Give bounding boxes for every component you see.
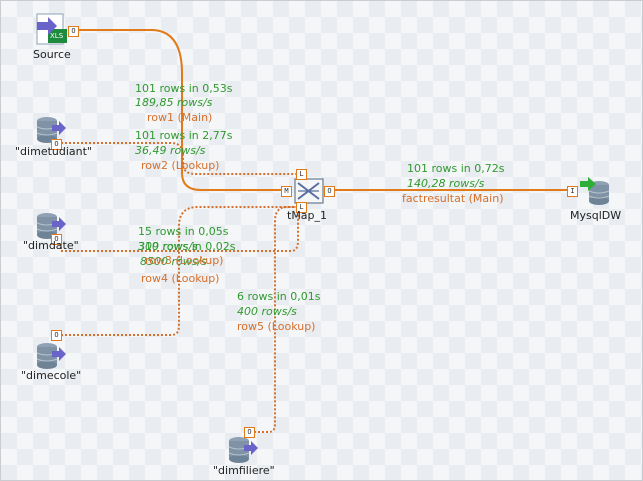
component-label-dimetudiant: "dimetudiant" bbox=[15, 145, 92, 158]
database-output-icon bbox=[580, 177, 610, 205]
port-dimfiliere-out[interactable]: O bbox=[244, 427, 255, 438]
row4-row-count: 15 rows in 0,05s bbox=[138, 225, 229, 238]
port-tmap-main-in[interactable]: M bbox=[281, 186, 292, 197]
component-mysqldw[interactable] bbox=[579, 177, 613, 207]
row2-row-count: 101 rows in 2,77s bbox=[135, 129, 233, 142]
row2-rate: 36,49 rows/s bbox=[135, 144, 206, 157]
row2-flow-name[interactable]: row2 (Lookup) bbox=[141, 159, 220, 172]
row3-rate: 8500 rows/s bbox=[140, 255, 207, 268]
component-dimetudiant[interactable] bbox=[35, 115, 67, 145]
component-dimfiliere[interactable] bbox=[227, 435, 259, 465]
component-label-source: Source bbox=[33, 48, 71, 61]
component-dimdate[interactable] bbox=[35, 211, 67, 241]
component-dimecole[interactable] bbox=[35, 341, 67, 371]
component-label-tmap: tMap_1 bbox=[287, 209, 328, 222]
row1-rate: 189,85 rows/s bbox=[135, 96, 213, 109]
database-input-icon bbox=[228, 437, 258, 463]
database-input-icon bbox=[36, 117, 66, 143]
row5-rate: 400 rows/s bbox=[237, 305, 297, 318]
tmap-icon bbox=[294, 178, 324, 204]
row3-row-count: 319 rows in 0,02s bbox=[138, 240, 236, 253]
row4-flow-name[interactable]: row4 (Lookup) bbox=[141, 272, 220, 285]
component-tmap[interactable] bbox=[292, 176, 326, 206]
row1-row-count: 101 rows in 0,53s bbox=[135, 82, 233, 95]
database-input-icon bbox=[36, 213, 66, 239]
row1-flow-name[interactable]: row1 (Main) bbox=[147, 111, 213, 124]
port-tmap-lookup-bottom[interactable]: L bbox=[296, 202, 307, 213]
port-source-out[interactable]: O bbox=[68, 26, 79, 37]
factresultat-rate: 140,28 rows/s bbox=[407, 177, 485, 190]
component-label-dimfiliere: "dimfiliere" bbox=[213, 464, 275, 477]
link-row4-lookup[interactable] bbox=[61, 206, 299, 336]
link-row1-main[interactable] bbox=[77, 29, 285, 191]
xls-badge: XLS bbox=[50, 32, 64, 40]
row5-flow-name[interactable]: row5 (Lookup) bbox=[237, 320, 316, 333]
link-row5-lookup[interactable] bbox=[254, 206, 301, 433]
port-mysqldw-in[interactable]: I bbox=[567, 186, 578, 197]
component-source[interactable]: XLS bbox=[35, 13, 69, 47]
factresultat-row-count: 101 rows in 0,72s bbox=[407, 162, 505, 175]
port-dimecole-out[interactable]: O bbox=[51, 330, 62, 341]
port-dimetudiant-out[interactable]: O bbox=[51, 139, 62, 150]
database-input-icon bbox=[36, 343, 66, 369]
port-tmap-out[interactable]: O bbox=[324, 186, 335, 197]
excel-file-input-icon bbox=[36, 13, 67, 45]
port-tmap-lookup-row2[interactable]: L bbox=[296, 169, 307, 180]
component-label-dimdate: "dimdate" bbox=[23, 239, 79, 252]
row3-flow-name[interactable]: row3 (Lookup) bbox=[145, 254, 224, 267]
row4-rate: 300 rows/s bbox=[138, 240, 198, 253]
component-label-mysqldw: MysqlDW bbox=[570, 209, 622, 222]
factresultat-flow-name[interactable]: factresultat (Main) bbox=[402, 192, 504, 205]
component-label-dimecole: "dimecole" bbox=[21, 369, 82, 382]
row5-row-count: 6 rows in 0,01s bbox=[237, 290, 321, 303]
port-dimdate-out[interactable]: O bbox=[51, 234, 62, 245]
